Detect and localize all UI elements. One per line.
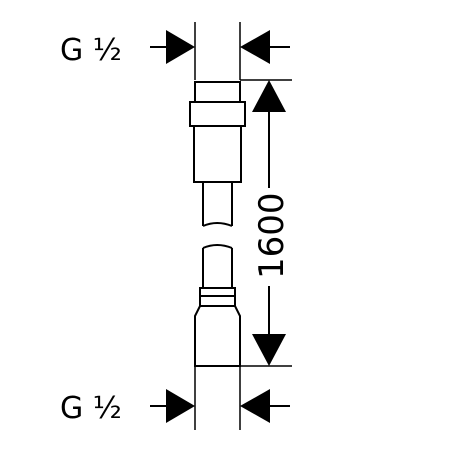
upper-hose-break-line xyxy=(202,222,233,227)
lower-connector xyxy=(194,287,241,367)
bottom-left-arrow xyxy=(166,389,195,423)
length-dimension: 1600 xyxy=(240,79,292,367)
lower-hose-break-line xyxy=(202,244,233,249)
top-left-arrow xyxy=(166,30,195,64)
bottom-right-arrow xyxy=(240,389,270,423)
top-right-arrow xyxy=(240,30,270,64)
length-top-arrow xyxy=(252,80,286,112)
lower-connector-ring-2 xyxy=(199,295,236,307)
length-label: 1600 xyxy=(252,192,292,279)
top-thread-label: G ½ xyxy=(60,33,122,68)
upper-nut xyxy=(189,81,246,183)
lower-hose-segment xyxy=(202,244,233,288)
bottom-thread-label: G ½ xyxy=(60,391,122,426)
lower-connector-cone xyxy=(194,305,241,367)
upper-hose-segment xyxy=(202,182,233,227)
bottom-thread-dimension: G ½ xyxy=(60,366,290,430)
top-thread-dimension: G ½ xyxy=(60,22,290,80)
upper-nut-collar xyxy=(189,101,246,127)
upper-nut-body xyxy=(193,125,242,183)
lower-connector-ring-1 xyxy=(199,287,236,297)
upper-nut-top-ring xyxy=(194,81,241,103)
length-bottom-arrow xyxy=(252,334,286,366)
